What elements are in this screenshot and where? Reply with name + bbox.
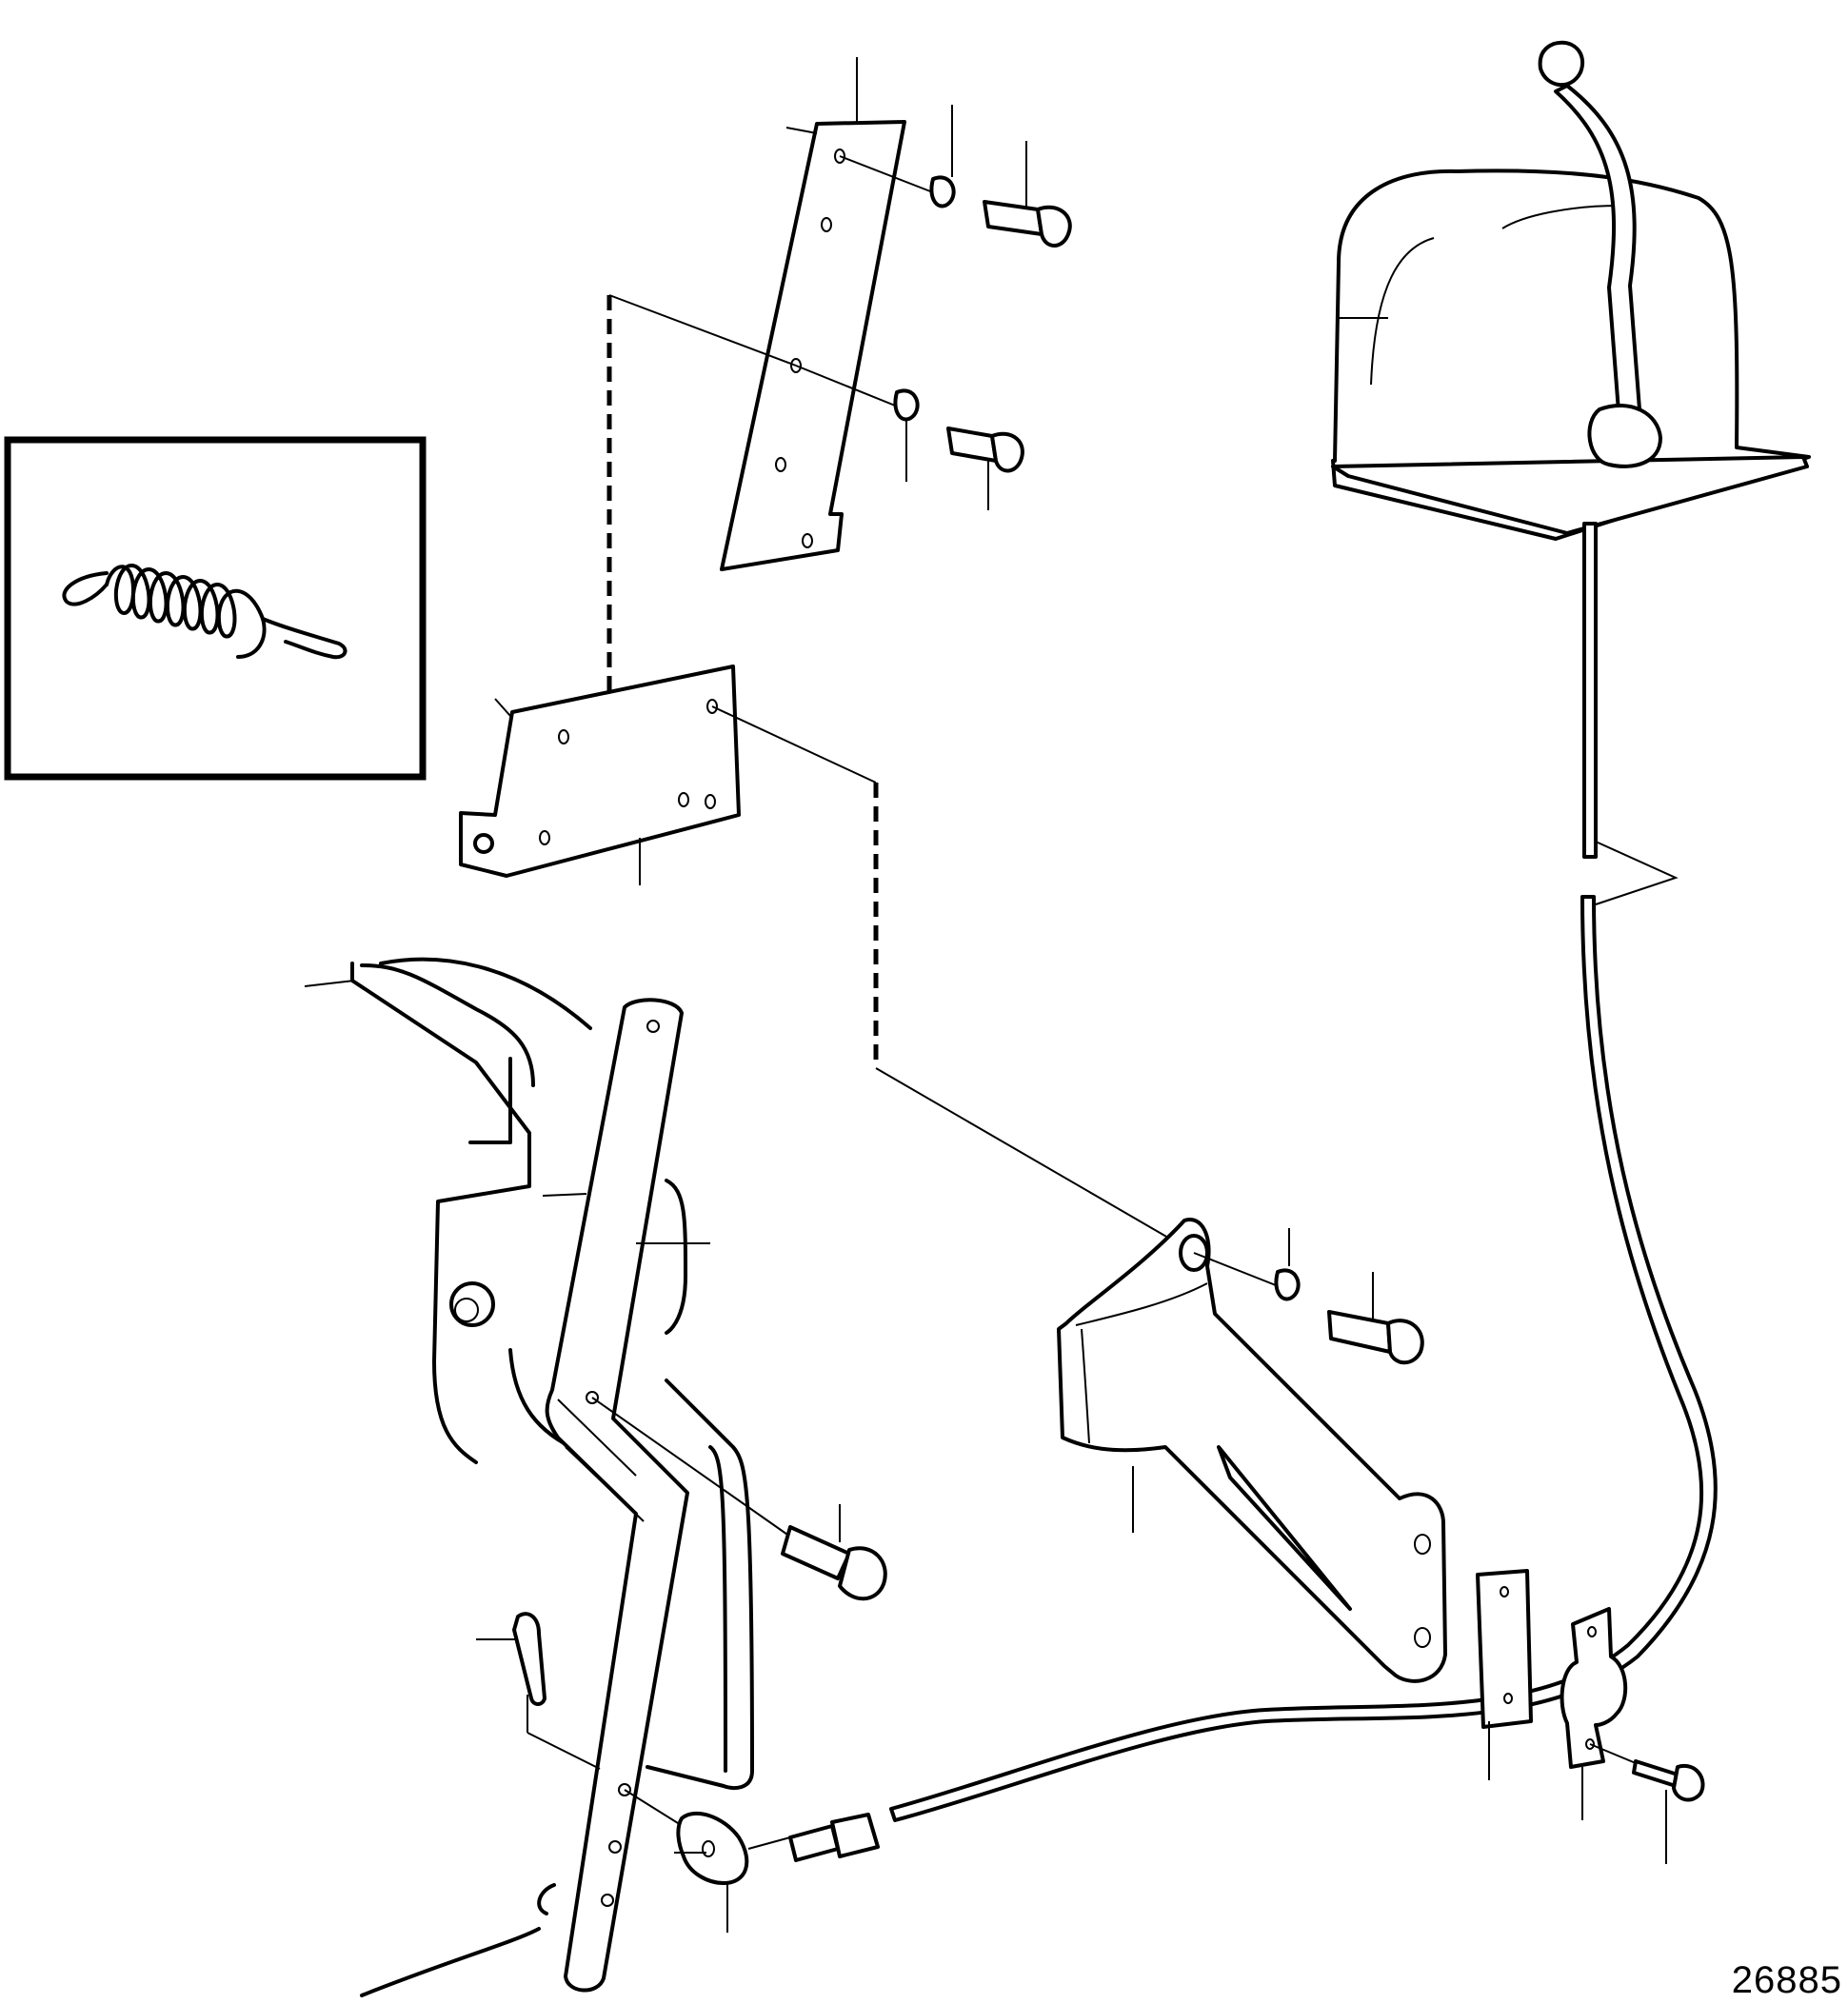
- cotter-pin: [476, 1612, 601, 1770]
- control-cable: [788, 522, 1718, 1862]
- engine-housing-fragment: [304, 957, 754, 1997]
- cable-clamp: [1560, 1607, 1628, 1820]
- control-box-with-lever: [1331, 40, 1811, 541]
- swivel-bracket: [1057, 1218, 1447, 1683]
- hex-bolt: [839, 105, 1072, 248]
- screw: [1589, 1743, 1705, 1864]
- mounting-plate: [459, 665, 741, 885]
- spring-detail-inset: [4, 436, 427, 781]
- spring-icon: [62, 564, 348, 660]
- hex-bolt: [795, 365, 1024, 510]
- hex-bolt: [1193, 1228, 1424, 1365]
- spacer-plate: [1476, 1569, 1533, 1780]
- lever-arm: [545, 998, 710, 1993]
- figure-number: 26885: [1731, 1959, 1842, 2001]
- hex-bolt: [591, 1397, 887, 1601]
- ball-socket-joint: [624, 1789, 791, 1933]
- upper-mounting-bracket: [720, 57, 906, 571]
- alignment-dashed-line: [590, 295, 612, 736]
